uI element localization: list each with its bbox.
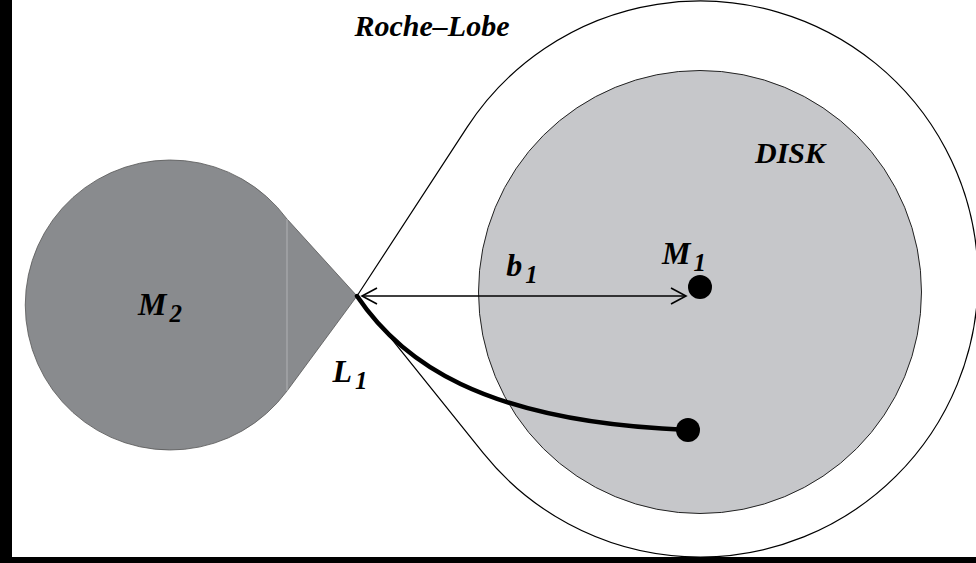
subscript: 1 bbox=[525, 262, 537, 289]
disk-circle bbox=[479, 71, 922, 514]
point-label: L1 bbox=[332, 354, 367, 389]
star-dot bbox=[688, 275, 712, 299]
node-label: DISK bbox=[755, 136, 825, 169]
subscript: 2 bbox=[169, 301, 181, 328]
roche-lobe: Roche–LobeDISK M1 bbox=[357, 0, 976, 563]
subscript: 1 bbox=[355, 368, 367, 395]
wedge-edge bbox=[287, 219, 288, 391]
donor-star-outline bbox=[25, 160, 357, 450]
roche-lobe-outline bbox=[357, 1, 976, 557]
node-label: M1 bbox=[662, 236, 706, 271]
donor-star-shape bbox=[25, 160, 357, 450]
node-label: M2 bbox=[138, 287, 182, 322]
arrow-head bbox=[671, 288, 686, 304]
gas-stream bbox=[357, 296, 688, 430]
distance-arrow-line bbox=[362, 295, 686, 297]
accretion-disk: DISK M1 bbox=[478, 70, 922, 514]
arrow-head bbox=[362, 288, 377, 304]
node-label: Roche–Lobe bbox=[355, 9, 510, 42]
distance-label: b1 bbox=[506, 248, 537, 283]
subscript: 1 bbox=[693, 250, 705, 277]
hot-spot-dot bbox=[676, 418, 700, 442]
donor-star: M2 bbox=[25, 160, 357, 450]
primary-star: M1 bbox=[652, 232, 724, 304]
